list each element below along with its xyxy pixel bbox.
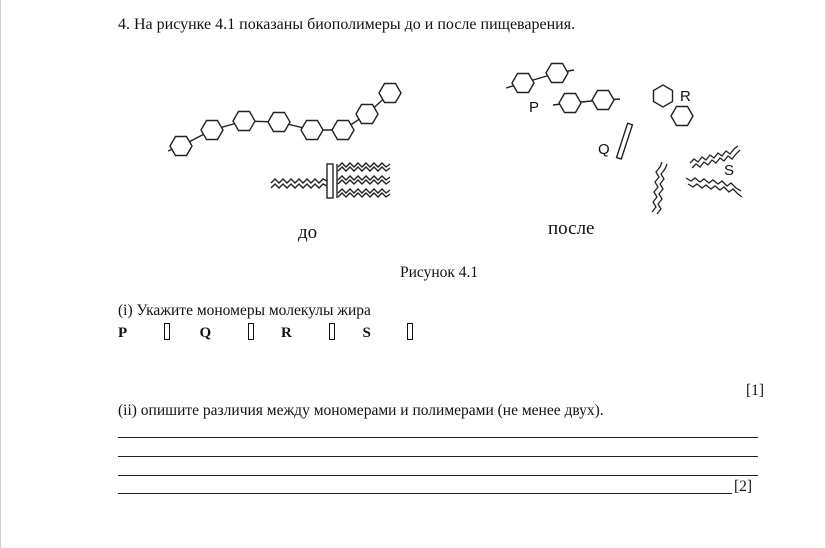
polysaccharide-chain bbox=[167, 82, 402, 157]
hexagon-ring bbox=[670, 105, 694, 127]
fatty-acid-tail-3 bbox=[337, 188, 391, 194]
label-s: S bbox=[724, 162, 734, 179]
option-label-r: R bbox=[281, 325, 292, 341]
fatty-acid-tail-2 bbox=[337, 175, 391, 181]
option-label-q: Q bbox=[199, 325, 212, 341]
answer-line-1[interactable] bbox=[118, 437, 758, 438]
hexagon-ring bbox=[511, 72, 535, 94]
after-digestion-fragments bbox=[505, 62, 694, 127]
hexagon-ring bbox=[591, 89, 615, 111]
question-title: 4. На рисунке 4.1 показаны биополимеры д… bbox=[118, 16, 576, 33]
answer-line-3[interactable] bbox=[118, 475, 758, 476]
checkbox-q[interactable] bbox=[247, 323, 254, 340]
part-i-options: P Q R S bbox=[118, 323, 413, 342]
label-before: до bbox=[298, 222, 318, 243]
fatty-acid-tail-left bbox=[270, 178, 328, 184]
label-q: Q bbox=[598, 141, 610, 158]
figure-caption: Рисунок 4.1 bbox=[400, 264, 479, 281]
hexagon-ring bbox=[545, 62, 569, 84]
label-r: R bbox=[680, 88, 691, 105]
fat-molecule bbox=[270, 162, 391, 199]
label-after: после bbox=[548, 218, 595, 239]
checkbox-p[interactable] bbox=[164, 323, 170, 340]
option-label-p: P bbox=[118, 325, 128, 341]
hexagon-ring bbox=[652, 84, 674, 108]
answer-line-4[interactable] bbox=[118, 493, 732, 494]
fatty-acid-tail-left-2 bbox=[270, 183, 328, 189]
mark-part-i: [1] bbox=[746, 382, 765, 399]
hexagon-ring bbox=[169, 135, 193, 157]
part-ii-text: (ii) опишите различия между мономерами и… bbox=[118, 402, 604, 419]
checkbox-s[interactable] bbox=[406, 323, 413, 340]
page-left-edge bbox=[0, 0, 1, 548]
hexagon-ring bbox=[200, 119, 224, 141]
glycerol-q bbox=[615, 122, 634, 160]
mark-part-ii: [2] bbox=[734, 478, 753, 495]
part-i-text: (i) Укажите мономеры молекулы жира bbox=[118, 302, 371, 319]
hexagon-ring bbox=[355, 103, 379, 125]
hexagon-ring bbox=[300, 119, 324, 141]
checkbox-r[interactable] bbox=[329, 323, 335, 340]
fatty-acids-s bbox=[651, 145, 743, 215]
hexagon-ring bbox=[267, 111, 291, 133]
hexagon-ring bbox=[558, 92, 582, 114]
label-p: P bbox=[529, 99, 539, 116]
hexagon-ring bbox=[232, 110, 256, 132]
answer-line-2[interactable] bbox=[118, 456, 758, 457]
glycerol-bar bbox=[326, 163, 334, 199]
hexagon-ring bbox=[378, 82, 402, 104]
fatty-acid-tail-1 bbox=[337, 162, 391, 168]
option-label-s: S bbox=[362, 325, 371, 341]
hexagon-ring bbox=[331, 119, 355, 141]
